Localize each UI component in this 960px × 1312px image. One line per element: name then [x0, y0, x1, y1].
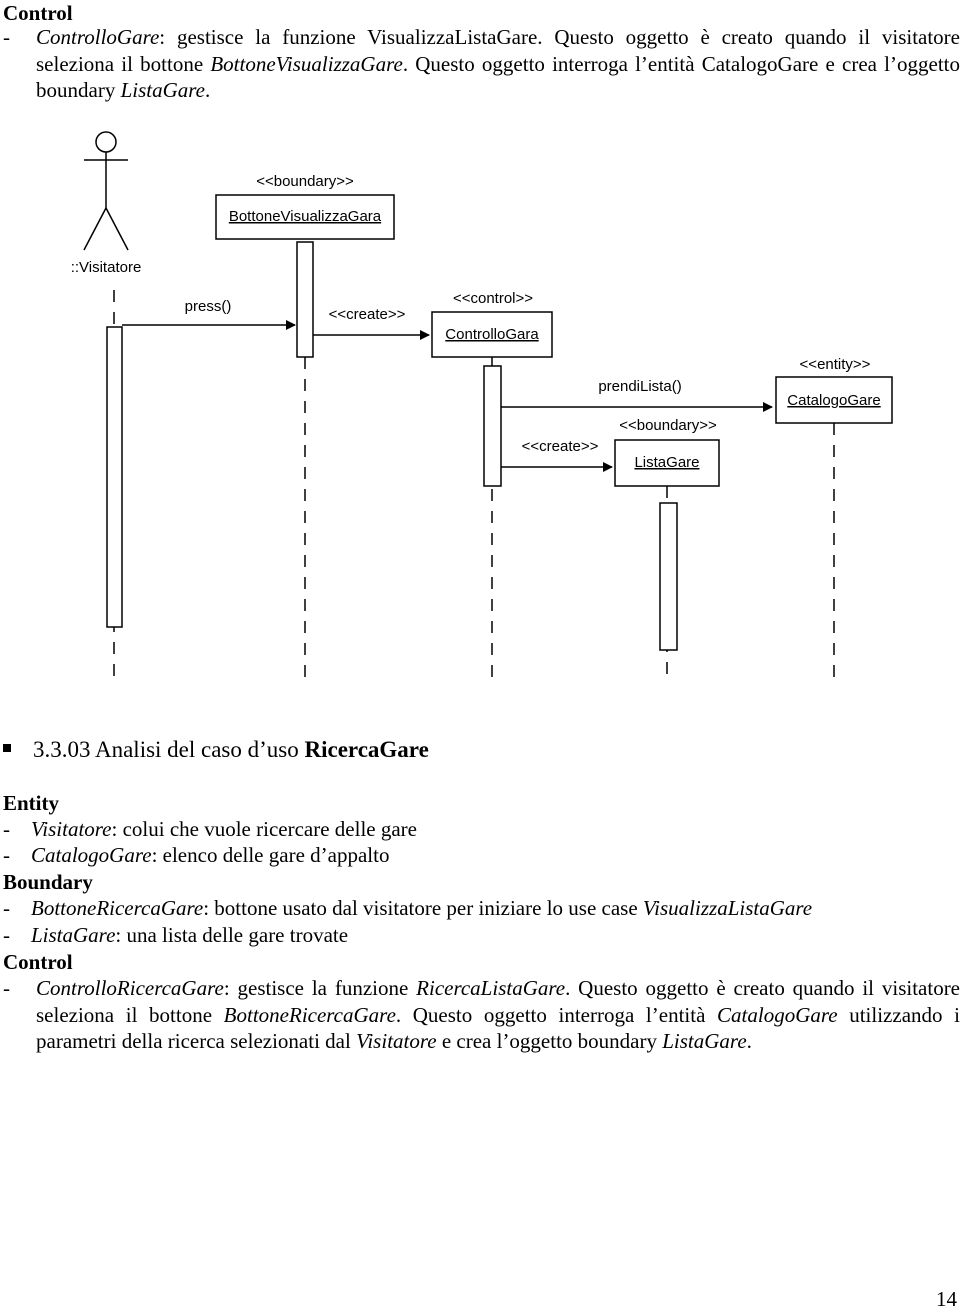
lista-activation: [659, 502, 678, 651]
page-number: 14: [936, 1287, 957, 1311]
section-number: 3.3.03 Analisi del caso d’uso: [33, 737, 305, 762]
entity-item: - Visitatore: colui che vuole ricercare …: [3, 817, 417, 841]
paragraph-text: .: [746, 1029, 752, 1053]
paragraph-text: : gestisce la funzione: [223, 976, 417, 1000]
boundary-item: - ListaGare: una lista delle gare trovat…: [3, 923, 349, 947]
bottone-stereotype: <<boundary>>: [256, 173, 354, 190]
paragraph-text: .: [204, 78, 211, 102]
bottone-activation: [296, 241, 314, 358]
actor-label: ::Visitatore: [71, 259, 142, 276]
controllo-object-box: [431, 311, 553, 358]
italic-term: BottoneVisualizzaGare: [210, 51, 403, 76]
italic-term: ControlloRicercaGare: [36, 976, 224, 1000]
list-dash: -: [3, 976, 10, 1000]
section-name: RicercaGare: [304, 737, 429, 762]
actor-icon: [83, 131, 129, 251]
entity-heading: Entity: [3, 791, 60, 815]
paragraph-text: . Questo oggetto interroga l’entità Cata…: [36, 51, 960, 103]
paragraph-text: . Questo oggetto interroga l’entità: [395, 1002, 718, 1027]
message-create-lista: <<create>>: [522, 438, 599, 455]
boundary-heading: Boundary: [3, 870, 93, 894]
catalogo-stereotype: <<entity>>: [800, 356, 871, 373]
boundary-item: - BottoneRicercaGare: bottone usato dal …: [3, 896, 813, 920]
list-dash: -: [3, 25, 10, 49]
lista-object-box: [614, 439, 720, 487]
square-bullet-icon: [3, 743, 11, 752]
italic-term: ListaGare: [662, 1029, 747, 1053]
entity-item: - CatalogoGare: elenco delle gare d’appa…: [3, 843, 390, 867]
catalogo-object-name: CatalogoGare: [787, 392, 880, 409]
message-press: press(): [185, 298, 232, 315]
section-title: 3.3.03 Analisi del caso d’uso RicercaGar…: [3, 736, 429, 764]
control-heading: Control: [3, 950, 73, 974]
actor-activation: [106, 326, 123, 628]
control-description: ControlloRicercaGare: gestisce la funzio…: [36, 975, 960, 1055]
italic-term: BottoneRicercaGare: [223, 1002, 396, 1027]
controllo-stereotype: <<control>>: [453, 290, 533, 307]
bottone-object-name: BottoneVisualizzaGara: [229, 208, 382, 225]
lista-object-name: ListaGare: [634, 454, 699, 471]
italic-term: ListaGare: [120, 78, 205, 102]
message-create-controllo: <<create>>: [329, 306, 406, 323]
italic-term: RicercaListaGare: [416, 976, 566, 1000]
controllo-object-name: ControlloGara: [445, 326, 539, 343]
sequence-diagram: ::Visitatore <<boundary>> BottoneVisuali…: [71, 131, 893, 678]
controllo-activation: [483, 365, 502, 487]
italic-term: CatalogoGare: [717, 1002, 838, 1027]
control-description-top: ControlloGare: gestisce la funzione Visu…: [36, 24, 960, 104]
message-prendilista: prendiLista(): [598, 378, 681, 395]
lista-stereotype: <<boundary>>: [619, 417, 717, 434]
paragraph-text: utilizzando i parametri della ricerca se…: [36, 1002, 960, 1054]
control-heading-top: Control: [3, 1, 73, 25]
paragraph-text: e crea l’oggetto boundary: [436, 1029, 663, 1053]
italic-term: ControlloGare: [36, 25, 160, 49]
paragraph-text: . Questo oggetto è creato quando il visi…: [36, 976, 960, 1027]
bottone-object-box: [215, 194, 395, 240]
italic-term: Visitatore: [356, 1029, 437, 1053]
paragraph-text: : gestisce la funzione VisualizzaListaGa…: [36, 25, 960, 76]
